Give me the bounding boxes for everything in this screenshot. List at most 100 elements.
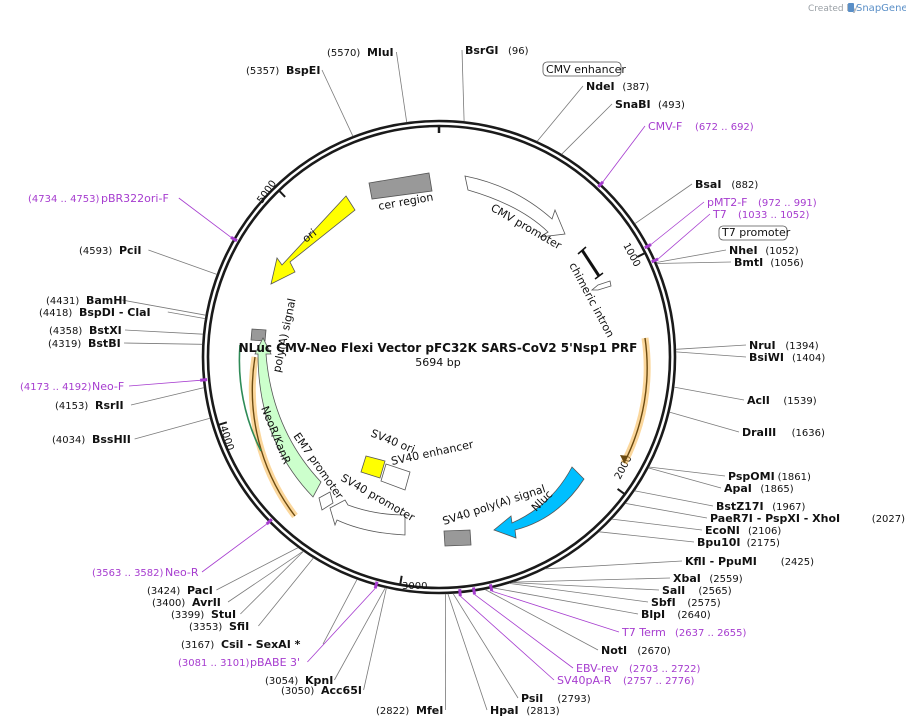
enzyme-name-csii-sexai: CsiI - SexAI * <box>221 638 301 651</box>
primer-leader <box>128 379 201 387</box>
orf-arrow-nluc <box>620 455 628 463</box>
primer-name-pbr322ori-f: pBR322ori-F <box>101 192 169 205</box>
leader-line <box>240 551 304 615</box>
leader-line <box>227 550 304 603</box>
enzyme-name-bpu10i: Bpu10I <box>697 536 741 549</box>
chimeric-intron-feature <box>580 249 601 277</box>
enzyme-site-acc65i: (3050) <box>281 686 314 697</box>
enzyme-name-bsrgi: BsrGI <box>465 44 498 57</box>
leader-line <box>669 411 740 433</box>
leader-line <box>511 582 660 591</box>
enzyme-name-bamhi: BamHI <box>86 294 127 307</box>
enzyme-name-bstbi: BstBI <box>88 337 121 350</box>
primer-mark <box>597 180 605 188</box>
enzyme-site-bstxi: (4358) <box>49 326 82 337</box>
leader-line <box>611 518 703 531</box>
tick-mark-2000 <box>616 488 626 496</box>
primer-leader <box>474 594 574 669</box>
leader-line <box>648 467 722 489</box>
enzyme-site-kpni: (3054) <box>265 676 298 687</box>
watermark-created-by: Created by <box>808 4 858 14</box>
enzyme-site-bspdi-clai: (4418) <box>39 308 72 319</box>
primer-name-ebv-rev: EBV-rev <box>576 662 619 675</box>
leader-line <box>561 103 613 155</box>
enzyme-name-psii: PsiI <box>521 692 543 705</box>
orf-highlight-nluc <box>620 337 651 465</box>
label-leader-lines <box>121 49 747 711</box>
leader-line <box>130 387 205 406</box>
enzyme-name-sfii: SfiI <box>229 620 249 633</box>
enzyme-name-acc65i: Acc65I <box>321 684 362 697</box>
site-labels: MluI(5570)BsrGI(96)BspEI(5357)NdeI(387)S… <box>20 44 905 717</box>
leader-line <box>509 583 649 603</box>
enzyme-site-econi: (2106) <box>748 526 781 537</box>
enzyme-name-kpni: KpnI <box>305 674 333 687</box>
enzyme-site-mlui: (5570) <box>327 48 360 59</box>
primer-range-pbabe-3: (3081 .. 3101) <box>178 658 250 669</box>
enzyme-site-kfli-ppumi: (2425) <box>781 557 814 568</box>
enzyme-site-bsiwi: (1404) <box>792 353 825 364</box>
leader-line <box>545 560 683 570</box>
enzyme-name-bsiwi: BsiWI <box>749 351 784 364</box>
polya-signal-feature <box>250 328 267 342</box>
leader-line <box>121 299 206 316</box>
enzyme-name-bmti: BmtI <box>734 256 763 269</box>
primer-leader <box>460 595 555 681</box>
enzyme-site-bsrgi: (96) <box>508 46 529 57</box>
enzyme-name-mlui: MluI <box>367 46 394 59</box>
enzyme-name-pcii: PciI <box>119 244 141 257</box>
primer-range-sv40pa-r: (2757 .. 2776) <box>623 676 695 687</box>
enzyme-name-bspei: BspEI <box>286 64 320 77</box>
primer-range-t7-term: (2637 .. 2655) <box>675 628 747 639</box>
primer-mark <box>458 588 462 597</box>
primer-leader <box>491 590 620 633</box>
enzyme-name-hpai: HpaI <box>490 704 519 717</box>
enzyme-name-sali: SalI <box>662 584 685 597</box>
ori-feature <box>270 195 356 285</box>
enzyme-site-noti: (2670) <box>637 646 670 657</box>
enzyme-site-apai: (1865) <box>760 484 793 495</box>
leader-line <box>674 386 745 401</box>
enzyme-name-nrui: NruI <box>749 339 776 352</box>
enzyme-name-bspdi-clai: BspDI - ClaI <box>79 306 151 319</box>
leader-line <box>216 547 299 591</box>
enzyme-name-paci: PacI <box>187 584 213 597</box>
enzyme-site-mfei: (2822) <box>376 706 409 717</box>
leader-line <box>536 85 584 142</box>
orf-line-nluc <box>623 337 648 464</box>
cmv-enhancer-label: CMV enhancer <box>546 63 626 76</box>
primer-name-cmv-f: CMV-F <box>648 120 682 133</box>
enzyme-name-rsrii: RsrII <box>95 399 124 412</box>
primer-mark <box>373 581 379 589</box>
leader-line <box>322 579 358 645</box>
primer-name-neo-f: Neo-F <box>92 380 124 393</box>
leader-line <box>167 311 206 319</box>
polya-signal-label: poly(A) signal <box>270 297 298 373</box>
primer-mark <box>651 257 659 264</box>
enzyme-site-bspei: (5357) <box>246 66 279 77</box>
chimeric-intron-label: chimeric intron <box>566 260 616 339</box>
enzyme-name-kfli-ppumi: KflI - PpuMI <box>685 555 757 568</box>
primer-leader <box>602 125 646 183</box>
t7-promoter-label: T7 promoter <box>721 226 791 239</box>
tick-mark-4000 <box>217 421 228 426</box>
enzyme-site-paer7i-pspxi-xhoi: (2027) <box>872 514 905 525</box>
enzyme-name-nhei: NheI <box>729 244 758 257</box>
leader-line <box>258 557 314 627</box>
enzyme-site-hpai: (2813) <box>526 706 559 717</box>
primer-name-t7-term: T7 Term <box>621 626 666 639</box>
primer-range-pmt2-f: (972 .. 991) <box>758 198 817 209</box>
enzyme-site-bsai: (882) <box>731 180 758 191</box>
leader-line <box>625 503 708 519</box>
enzyme-name-bsshii: BssHII <box>92 433 131 446</box>
enzyme-name-paer7i-pspxi-xhoi: PaeR7I - PspXI - XhoI <box>710 512 840 525</box>
tick-mark-5000 <box>278 189 286 198</box>
primer-mark <box>472 587 476 595</box>
leader-line <box>492 587 639 615</box>
cmv-promoter-feature <box>464 175 566 238</box>
leader-line <box>134 417 211 440</box>
enzyme-name-snabi: SnaBI <box>615 98 651 111</box>
orf-line-neo <box>251 356 296 517</box>
plasmid-length: 5694 bp <box>415 356 460 369</box>
leader-line <box>123 342 203 345</box>
